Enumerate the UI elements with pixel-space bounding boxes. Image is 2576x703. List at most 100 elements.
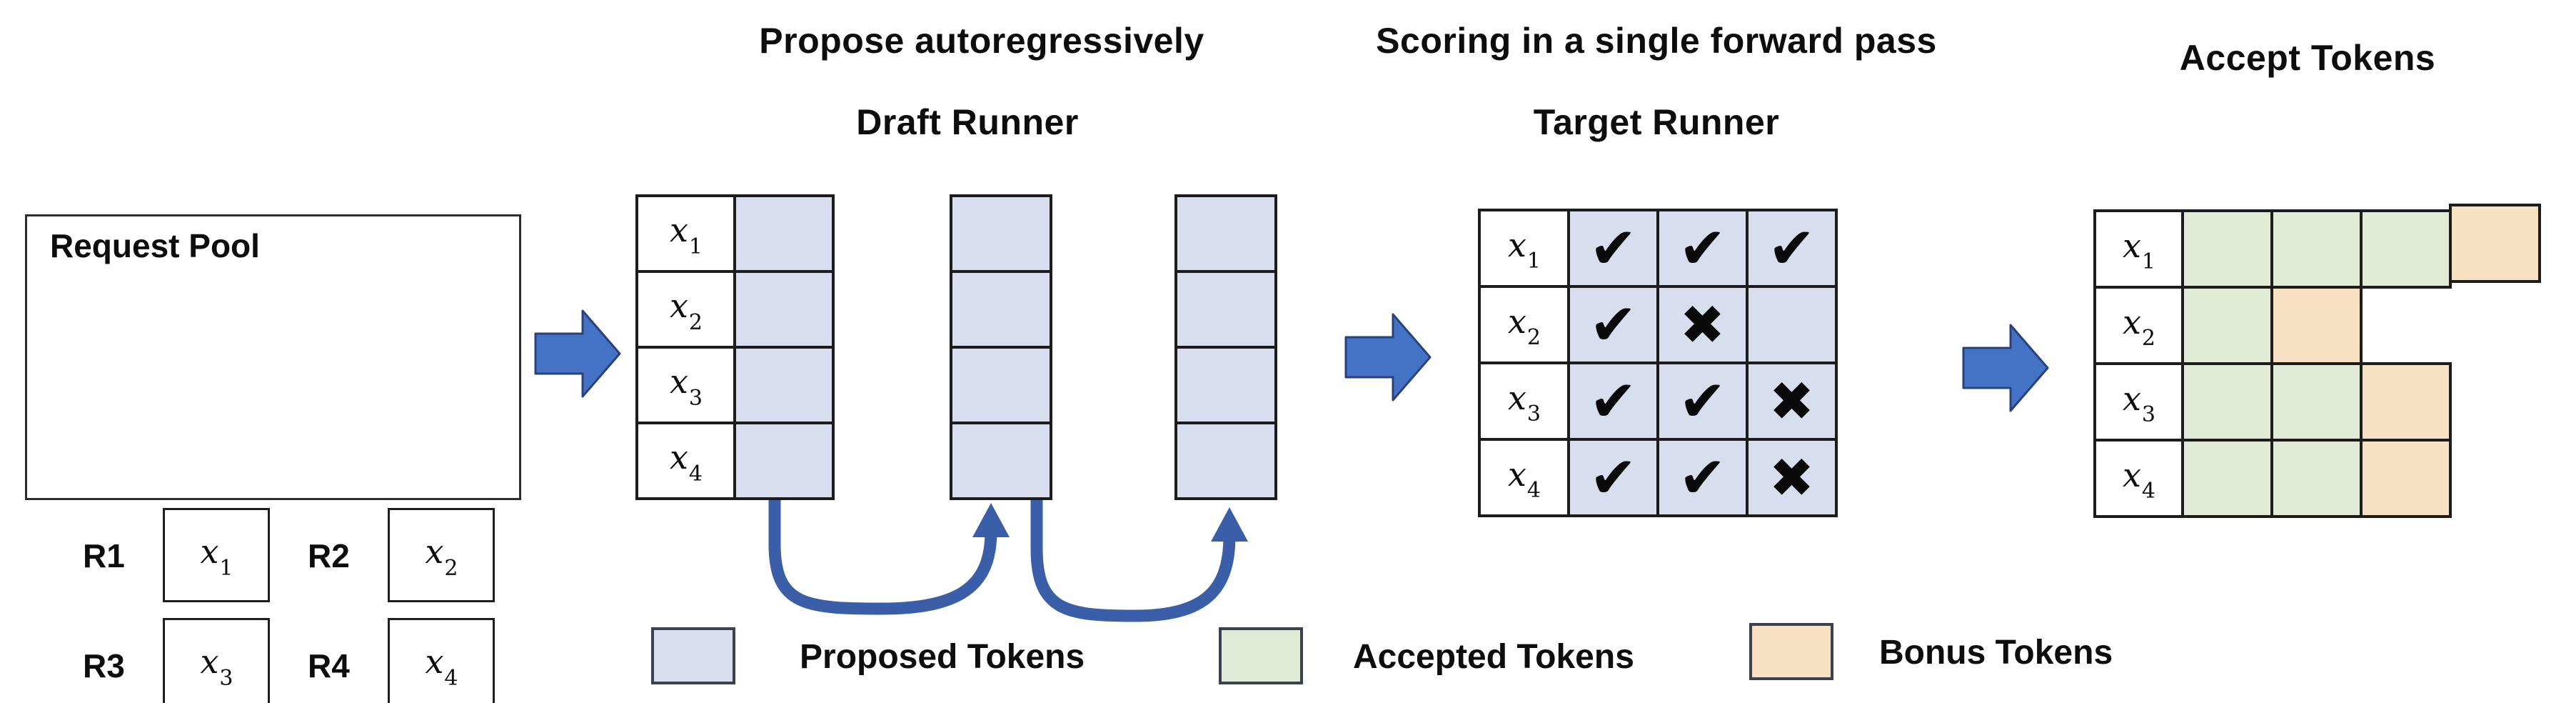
score-cell: ✔ bbox=[1746, 209, 1838, 288]
proposed-cell bbox=[950, 194, 1052, 273]
proposed-cell bbox=[733, 422, 835, 500]
flow-arrow-icon bbox=[1962, 324, 2049, 412]
request-id: R2 bbox=[308, 537, 350, 574]
token-label: x4 bbox=[669, 438, 703, 487]
token-label: x2 bbox=[669, 286, 703, 335]
proposed-cell bbox=[733, 194, 835, 273]
accept-row-label-cell: x2 bbox=[2093, 286, 2184, 365]
request-id: R4 bbox=[308, 647, 350, 684]
target-runner-title: Target Runner bbox=[1533, 102, 1780, 142]
target-section-subtitle: Scoring in a single forward pass bbox=[1376, 21, 1937, 61]
score-cell bbox=[1746, 285, 1838, 364]
token-label: x4 bbox=[2122, 455, 2156, 504]
request-token-box: x1 bbox=[163, 508, 270, 602]
token-label: x2 bbox=[1507, 301, 1541, 351]
proposed-legend-swatch bbox=[651, 627, 735, 684]
token-label: x3 bbox=[200, 642, 233, 691]
accepted-cell bbox=[2270, 209, 2363, 289]
accepted-legend-label: Accepted Tokens bbox=[1353, 638, 1634, 676]
token-label: x2 bbox=[2122, 302, 2156, 352]
target-row-label-cell: x3 bbox=[1478, 362, 1570, 441]
score-cell: ✖ bbox=[1656, 285, 1749, 364]
target-row-label-cell: x1 bbox=[1478, 209, 1570, 288]
accept-row-label-cell: x3 bbox=[2093, 362, 2184, 442]
proposed-cell bbox=[950, 346, 1052, 424]
check-icon: ✔ bbox=[1678, 367, 1727, 434]
score-cell: ✔ bbox=[1567, 362, 1659, 441]
draft-section-subtitle: Propose autoregressively bbox=[759, 21, 1204, 61]
bonus-cell bbox=[2270, 286, 2363, 365]
accepted-cell bbox=[2181, 209, 2273, 289]
request-token-box: x4 bbox=[388, 618, 495, 703]
token-label: x1 bbox=[200, 532, 233, 581]
score-cell: ✔ bbox=[1567, 438, 1659, 517]
score-cell: ✔ bbox=[1656, 362, 1749, 441]
proposed-cell bbox=[950, 422, 1052, 500]
accepted-cell bbox=[2181, 286, 2273, 365]
score-cell: ✖ bbox=[1746, 438, 1838, 517]
draft-row-label-cell: x2 bbox=[635, 270, 736, 349]
check-icon: ✔ bbox=[1589, 214, 1638, 281]
token-label: x3 bbox=[669, 362, 703, 411]
bonus-cell bbox=[2449, 204, 2541, 283]
token-label: x4 bbox=[425, 642, 458, 691]
check-icon: ✔ bbox=[1589, 291, 1638, 358]
request-id: R1 bbox=[83, 537, 125, 574]
bonus-cell bbox=[2360, 362, 2452, 442]
draft-row-label-cell: x3 bbox=[635, 346, 736, 424]
accept-row-label-cell: x4 bbox=[2093, 439, 2184, 518]
token-label: x3 bbox=[2122, 379, 2156, 428]
accepted-legend-swatch bbox=[1219, 627, 1303, 684]
accepted-cell bbox=[2360, 209, 2452, 289]
autoregressive-loop-arrow-icon bbox=[1030, 500, 1236, 622]
token-label: x4 bbox=[1507, 454, 1541, 504]
accepted-cell bbox=[2181, 439, 2273, 518]
token-label: x2 bbox=[425, 532, 458, 581]
draft-row-label-cell: x4 bbox=[635, 422, 736, 500]
draft-runner-title: Draft Runner bbox=[856, 102, 1079, 142]
score-cell: ✔ bbox=[1656, 438, 1749, 517]
token-label: x1 bbox=[2122, 226, 2156, 275]
flow-arrow-icon bbox=[1344, 313, 1432, 402]
draft-row-label-cell: x1 bbox=[635, 194, 736, 273]
score-cell: ✔ bbox=[1656, 209, 1749, 288]
accepted-cell bbox=[2270, 362, 2363, 442]
bonus-legend-swatch bbox=[1749, 623, 1833, 680]
bonus-cell bbox=[2360, 439, 2452, 518]
accept-row-label-cell: x1 bbox=[2093, 209, 2184, 289]
check-icon: ✔ bbox=[1589, 444, 1638, 511]
bonus-legend-label: Bonus Tokens bbox=[1879, 634, 2113, 672]
proposed-legend-label: Proposed Tokens bbox=[800, 638, 1085, 676]
request-id: R3 bbox=[83, 647, 125, 684]
token-label: x3 bbox=[1507, 378, 1541, 427]
score-cell: ✖ bbox=[1746, 362, 1838, 441]
proposed-cell bbox=[1174, 346, 1277, 424]
request-pool-title: Request Pool bbox=[50, 227, 260, 264]
proposed-cell bbox=[1174, 194, 1277, 273]
accepted-cell bbox=[2270, 439, 2363, 518]
token-label: x1 bbox=[669, 211, 703, 259]
proposed-cell bbox=[950, 270, 1052, 349]
autoregressive-loop-arrowhead-icon bbox=[1211, 507, 1248, 542]
accepted-cell bbox=[2181, 362, 2273, 442]
proposed-cell bbox=[1174, 270, 1277, 349]
cross-icon: ✖ bbox=[1769, 369, 1815, 433]
token-label: x1 bbox=[1507, 225, 1541, 274]
autoregressive-loop-arrow-icon bbox=[768, 500, 997, 615]
target-row-label-cell: x2 bbox=[1478, 285, 1570, 364]
score-cell: ✔ bbox=[1567, 209, 1659, 288]
flow-arrow-icon bbox=[534, 309, 621, 398]
autoregressive-loop-arrowhead-icon bbox=[972, 503, 1010, 537]
check-icon: ✔ bbox=[1589, 367, 1638, 434]
proposed-cell bbox=[1174, 422, 1277, 500]
score-cell: ✔ bbox=[1567, 285, 1659, 364]
request-token-box: x3 bbox=[163, 618, 270, 703]
proposed-cell bbox=[733, 346, 835, 424]
request-token-box: x2 bbox=[388, 508, 495, 602]
target-row-label-cell: x4 bbox=[1478, 438, 1570, 517]
accept-tokens-title: Accept Tokens bbox=[2179, 38, 2436, 78]
cross-icon: ✖ bbox=[1679, 292, 1726, 357]
check-icon: ✔ bbox=[1678, 214, 1727, 281]
